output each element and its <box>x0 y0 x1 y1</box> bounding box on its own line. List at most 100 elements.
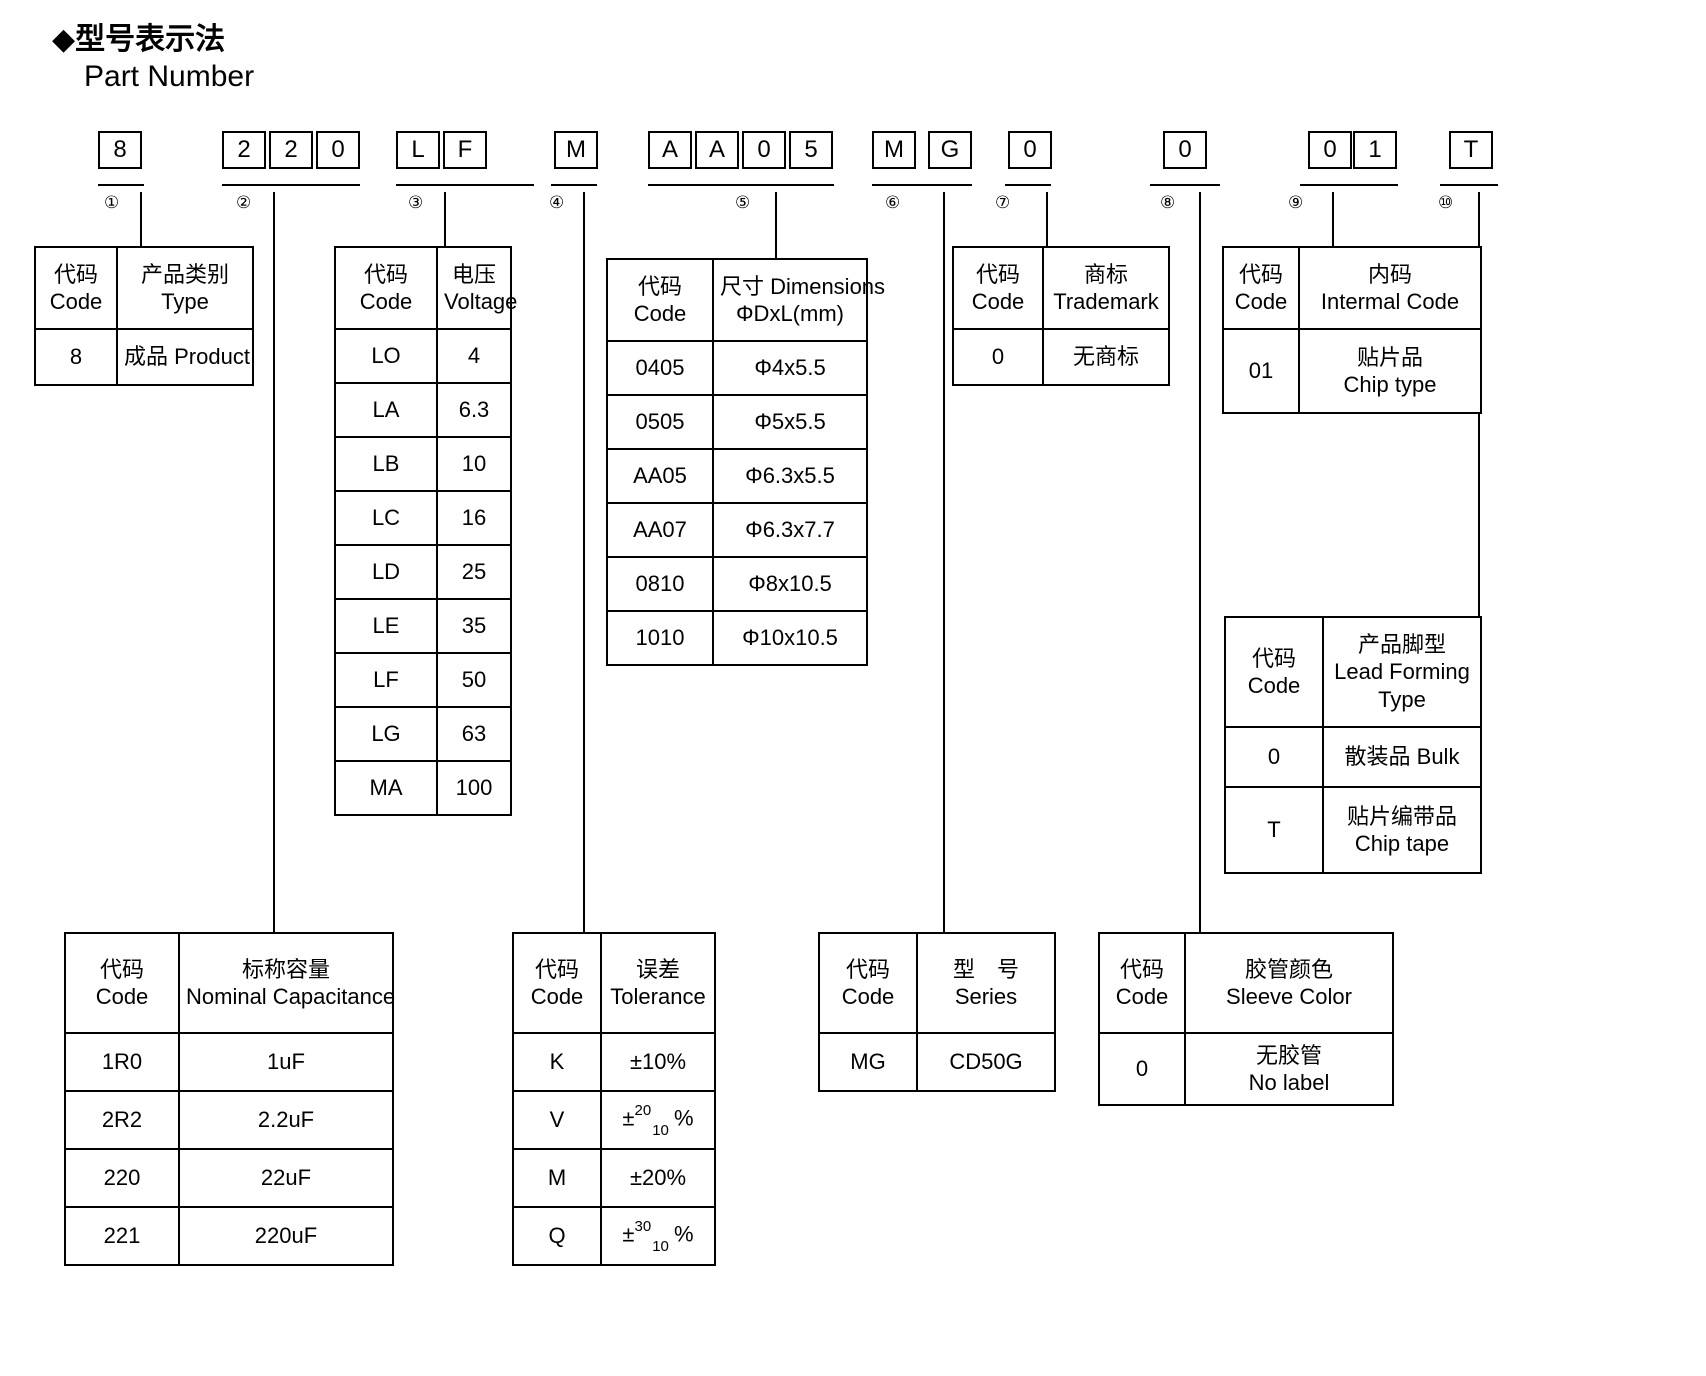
code-box-2-1: 2 <box>222 131 266 169</box>
page-title-en: Part Number <box>84 60 255 93</box>
dimensions-code: AA05 <box>606 448 714 504</box>
dimensions-value: Φ6.3x5.5 <box>712 448 868 504</box>
dimensions-value: Φ8x10.5 <box>712 556 868 612</box>
series-row-value: CD50G <box>916 1032 1056 1092</box>
code-box-2-2: 2 <box>269 131 313 169</box>
voltage-code: MA <box>334 760 438 816</box>
dimensions-code: 1010 <box>606 610 714 666</box>
type-header-code: 代码 Code <box>34 246 118 330</box>
cap-value: 1uF <box>178 1032 394 1092</box>
code-box-4-1: M <box>554 131 598 169</box>
dimensions-header-label: 尺寸 Dimensions ΦDxL(mm) <box>712 258 885 342</box>
sleeve-row-value: 无胶管 No label <box>1184 1032 1394 1106</box>
cap-code: 2R2 <box>64 1090 180 1150</box>
tol-code: M <box>512 1148 602 1208</box>
voltage-value: 63 <box>436 706 512 762</box>
sleeve-header-code: 代码 Code <box>1098 932 1186 1034</box>
voltage-value: 10 <box>436 436 512 492</box>
code-box-9-2: 1 <box>1353 131 1397 169</box>
group-underline-2 <box>222 184 360 186</box>
tol-value: ±10% <box>600 1032 716 1092</box>
internal-header-label: 内码 Intermal Code <box>1298 246 1482 330</box>
voltage-code: LG <box>334 706 438 762</box>
cap-code: 220 <box>64 1148 180 1208</box>
tol-code: Q <box>512 1206 602 1266</box>
leader-10-elbow <box>1353 616 1480 618</box>
code-box-6-2: G <box>928 131 972 169</box>
group-index-6: ⑥ <box>885 193 901 212</box>
group-index-4: ④ <box>549 193 565 212</box>
group-underline-5 <box>648 184 834 186</box>
table-row: K ±10% <box>512 1032 716 1092</box>
dimensions-code: 0405 <box>606 340 714 396</box>
dimensions-value: Φ10x10.5 <box>712 610 868 666</box>
group-index-10: ⑩ <box>1438 193 1454 212</box>
voltage-value: 4 <box>436 328 512 384</box>
tol-header-code: 代码 Code <box>512 932 602 1034</box>
voltage-code: LD <box>334 544 438 600</box>
cap-value: 220uF <box>178 1206 394 1266</box>
voltage-code: LA <box>334 382 438 438</box>
dimensions-code: 0505 <box>606 394 714 450</box>
table-series: 代码 Code 型 号 Series MG CD50G <box>818 932 1056 1092</box>
code-box-3-2: F <box>443 131 487 169</box>
code-box-10-1: T <box>1449 131 1493 169</box>
code-box-5-4: 5 <box>789 131 833 169</box>
leader-3 <box>444 192 446 246</box>
table-internal-code: 代码 Code 内码 Intermal Code 01 贴片品 Chip typ… <box>1222 246 1482 414</box>
code-box-2-3: 0 <box>316 131 360 169</box>
voltage-header-label: 电压 Voltage <box>436 246 517 330</box>
series-header-label: 型 号 Series <box>916 932 1056 1034</box>
dimensions-code: 0810 <box>606 556 714 612</box>
sleeve-header-label: 胶管颜色 Sleeve Color <box>1184 932 1394 1034</box>
sleeve-row-code: 0 <box>1098 1032 1186 1106</box>
internal-header-code: 代码 Code <box>1222 246 1300 330</box>
tol-code: K <box>512 1032 602 1092</box>
table-row: 01 贴片品 Chip type <box>1222 328 1482 414</box>
tol-value: ±20% <box>600 1148 716 1208</box>
type-row-code: 8 <box>34 328 118 386</box>
group-underline-9 <box>1300 184 1398 186</box>
lead-header-label: 产品脚型 Lead Forming Type <box>1322 616 1482 728</box>
voltage-value: 16 <box>436 490 512 546</box>
table-sleeve-color: 代码 Code 胶管颜色 Sleeve Color 0 无胶管 No label <box>1098 932 1394 1106</box>
code-box-9-1: 0 <box>1308 131 1352 169</box>
internal-row-value: 贴片品 Chip type <box>1298 328 1482 414</box>
group-index-8: ⑧ <box>1160 193 1176 212</box>
dimensions-code: AA07 <box>606 502 714 558</box>
code-box-3-1: L <box>396 131 440 169</box>
group-underline-8 <box>1150 184 1220 186</box>
trademark-header-code: 代码 Code <box>952 246 1044 330</box>
lead-row-value: 散装品 Bulk <box>1322 726 1482 788</box>
code-box-6-1: M <box>872 131 916 169</box>
type-row-value: 成品 Product <box>116 328 254 386</box>
table-row: MG CD50G <box>818 1032 1056 1092</box>
leader-7 <box>1046 192 1048 246</box>
table-row: 0 散装品 Bulk <box>1224 726 1482 788</box>
group-index-2: ② <box>236 193 252 212</box>
group-underline-7 <box>1005 184 1051 186</box>
type-header-label: 产品类别 Type <box>116 246 254 330</box>
lead-row-value: 贴片编带品 Chip tape <box>1322 786 1482 874</box>
voltage-value: 50 <box>436 652 512 708</box>
voltage-code: LE <box>334 598 438 654</box>
table-row: M ±20% <box>512 1148 716 1208</box>
series-row-code: MG <box>818 1032 918 1092</box>
code-box-5-3: 0 <box>742 131 786 169</box>
table-tolerance: 代码 Code 误差 Tolerance K ±10% V ±2010 % M … <box>512 932 716 1266</box>
table-row: T 贴片编带品 Chip tape <box>1224 786 1482 874</box>
group-underline-1 <box>98 184 144 186</box>
voltage-value: 25 <box>436 544 512 600</box>
cap-value: 2.2uF <box>178 1090 394 1150</box>
page-title-cn: ◆型号表示法 <box>52 23 226 56</box>
